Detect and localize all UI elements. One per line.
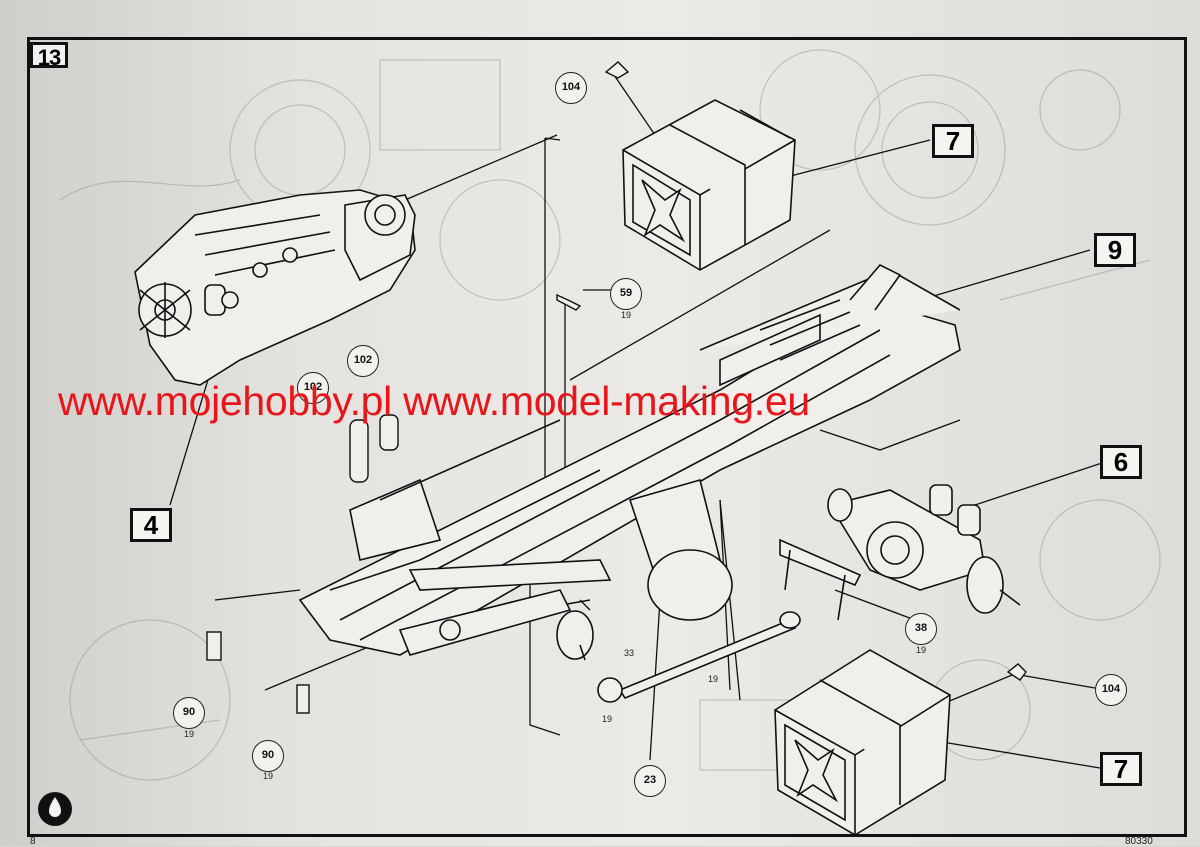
step-number: 13 xyxy=(30,42,68,70)
part-sprue-90-b: 19 xyxy=(263,771,274,781)
part-number-102-b: 102 xyxy=(297,372,329,404)
tank-bottom-drawing xyxy=(774,649,951,836)
part-number-90-a: 90 xyxy=(173,697,205,729)
page-number: 8 xyxy=(30,836,36,847)
chassis-frame-drawing xyxy=(298,264,961,656)
assembly-ref-7-bottom: 7 xyxy=(1100,752,1142,786)
part-number-104-top: 104 xyxy=(555,72,587,104)
part-sprue-59: 19 xyxy=(621,310,632,320)
part-number-102-a: 102 xyxy=(347,345,379,377)
label-19-a: 19 xyxy=(602,714,613,724)
part-number-104-bottom: 104 xyxy=(1095,674,1127,706)
assembly-ref-6: 6 xyxy=(1100,445,1142,479)
tank-top-drawing xyxy=(622,99,796,271)
part-number-59: 59 xyxy=(610,278,642,310)
part-sprue-90-a: 19 xyxy=(184,729,195,739)
part-number-90-b: 90 xyxy=(252,740,284,772)
label-33: 33 xyxy=(624,648,635,658)
driveshaft-drawing xyxy=(597,611,801,703)
watermark-text: www.mojehobby.pl www.model-making.eu xyxy=(58,378,810,424)
rear-axle-drawing xyxy=(779,484,1021,621)
assembly-ref-9: 9 xyxy=(1094,233,1136,267)
part-sprue-38: 19 xyxy=(916,645,927,655)
faint-background-drawing xyxy=(59,49,1161,781)
glue-drop-icon xyxy=(38,792,72,826)
label-19-b: 19 xyxy=(708,674,719,684)
small-parts-drawing xyxy=(206,61,1027,714)
assembly-ref-7-top: 7 xyxy=(932,124,974,158)
step-frame xyxy=(27,37,1187,837)
part-number-38: 38 xyxy=(905,613,937,645)
front-axle-drawing xyxy=(398,589,594,661)
assembly-ref-4: 4 xyxy=(130,508,172,542)
kit-code: 80330 xyxy=(1125,836,1153,847)
part-number-23: 23 xyxy=(634,765,666,797)
engine-drawing xyxy=(134,189,416,386)
